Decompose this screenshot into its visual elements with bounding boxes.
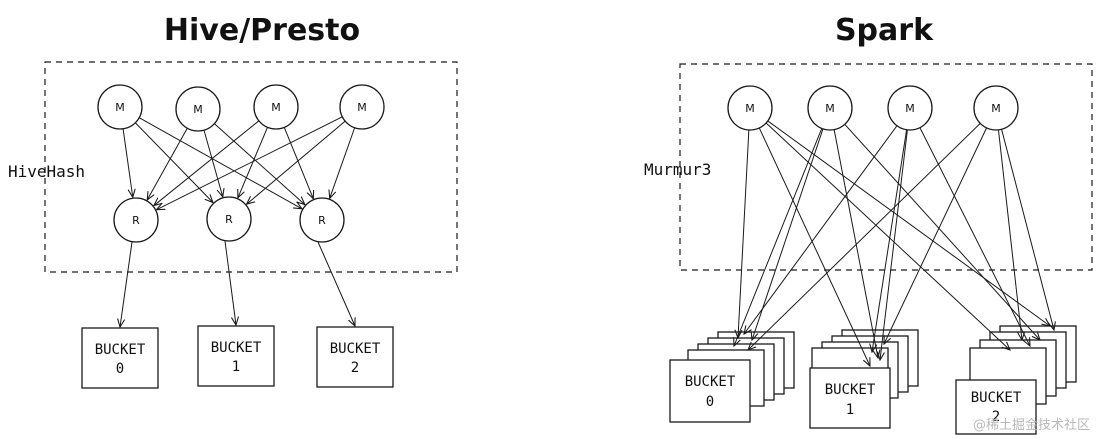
- hive-edge-m3-r2: [238, 127, 268, 198]
- svg-text:BUCKET: BUCKET: [95, 342, 146, 358]
- hive-mapper-reducer-edges: [122, 116, 356, 210]
- hive-edge-m1-r3: [138, 117, 302, 209]
- svg-text:R: R: [318, 214, 326, 227]
- spark-edge-m2-4: [752, 128, 824, 340]
- svg-text:M: M: [825, 102, 835, 115]
- svg-text:2: 2: [992, 409, 1000, 425]
- hive-reducer-bucket-edges: [120, 240, 355, 327]
- spark-bucket-2: BUCKET 2: [955, 379, 1037, 435]
- hive-mapper-3: M: [253, 84, 299, 130]
- spark-mapper-4: M: [973, 85, 1019, 131]
- svg-text:1: 1: [232, 359, 240, 375]
- hive-edge-r3-bucket: [317, 241, 355, 326]
- spark-boundary: [679, 63, 1093, 271]
- hive-mapper-4: M: [339, 84, 385, 130]
- hive-mapper-1: M: [97, 84, 143, 130]
- svg-text:R: R: [225, 213, 233, 226]
- svg-text:R: R: [132, 214, 140, 227]
- hive-bucket-0: BUCKET 0: [81, 327, 159, 389]
- hive-bucket-2: BUCKET 2: [316, 326, 394, 388]
- spark-edge-m2-3: [844, 123, 1040, 340]
- svg-text:M: M: [115, 101, 125, 114]
- hive-presto-title: Hive/Presto: [164, 13, 360, 48]
- hive-mapper-2: M: [175, 86, 221, 132]
- murmur3-label: Murmur3: [644, 160, 711, 179]
- spark-edge-m2-1: [734, 128, 823, 346]
- watermark-text: @稀土掘金技术社区: [972, 418, 1090, 433]
- hive-edge-m1-r1: [122, 128, 133, 197]
- hive-edge-m4-r3: [330, 127, 356, 199]
- hive-edge-m3-r3: [283, 127, 313, 198]
- svg-text:0: 0: [116, 361, 124, 377]
- hive-edge-m4-r2: [247, 120, 346, 204]
- spark-edge-m1-2: [758, 127, 870, 366]
- svg-text:BUCKET: BUCKET: [211, 340, 262, 356]
- svg-text:BUCKET: BUCKET: [825, 382, 876, 398]
- spark-edge-m3-3: [919, 127, 1030, 346]
- spark-bucket-0: BUCKET 0: [669, 359, 751, 423]
- svg-text:M: M: [193, 103, 203, 116]
- spark-edge-m4-2: [884, 127, 988, 344]
- svg-text:BUCKET: BUCKET: [971, 390, 1022, 406]
- hive-presto-boundary: [44, 61, 458, 273]
- spark-bucket-1: BUCKET 1: [809, 367, 891, 429]
- hive-edge-m2-r1: [147, 127, 188, 200]
- svg-text:1: 1: [846, 402, 854, 418]
- spark-edge-m3-4: [880, 129, 908, 360]
- svg-text:M: M: [905, 102, 915, 115]
- hive-edge-m2-r2: [203, 130, 223, 197]
- spark-panel: Spark Murmur3 M M: [644, 13, 1093, 435]
- spark-mapper-1: M: [727, 85, 773, 131]
- spark-edge-m4-3: [997, 129, 1022, 340]
- hive-presto-panel: Hive/Presto HiveHash M M M M R R: [8, 13, 458, 389]
- spark-edge-m3-2: [872, 129, 908, 352]
- hivehash-label: HiveHash: [8, 162, 85, 181]
- svg-text:BUCKET: BUCKET: [330, 341, 381, 357]
- svg-text:0: 0: [706, 394, 714, 410]
- spark-mapper-bucket-edges: [734, 120, 1054, 366]
- hive-edge-r2-bucket: [224, 240, 236, 325]
- hive-bucket-1: BUCKET 1: [197, 325, 275, 387]
- spark-mapper-3: M: [887, 85, 933, 131]
- svg-text:M: M: [357, 101, 367, 114]
- hive-edge-m3-r1: [154, 120, 260, 206]
- hive-reducer-2: R: [206, 196, 252, 242]
- svg-text:M: M: [991, 102, 1001, 115]
- hive-reducer-3: R: [299, 197, 345, 243]
- hive-reducer-1: R: [113, 197, 159, 243]
- spark-edge-m3-1: [744, 125, 898, 334]
- hive-edge-m1-r2: [134, 122, 213, 203]
- spark-title: Spark: [835, 13, 934, 48]
- spark-edge-m2-2: [833, 129, 878, 358]
- hive-edge-m4-r1: [157, 116, 343, 210]
- hive-edge-r1-bucket: [120, 241, 133, 327]
- svg-text:BUCKET: BUCKET: [685, 374, 736, 390]
- hive-edge-m2-r3: [214, 123, 304, 205]
- svg-text:M: M: [745, 102, 755, 115]
- spark-edge-m4-4: [1001, 129, 1054, 330]
- spark-edge-m1-1: [738, 129, 750, 338]
- svg-text:2: 2: [351, 360, 359, 376]
- svg-text:M: M: [271, 101, 281, 114]
- spark-edge-m4-1: [748, 123, 981, 350]
- spark-mapper-2: M: [807, 85, 853, 131]
- spark-edge-m1-4: [765, 122, 1010, 350]
